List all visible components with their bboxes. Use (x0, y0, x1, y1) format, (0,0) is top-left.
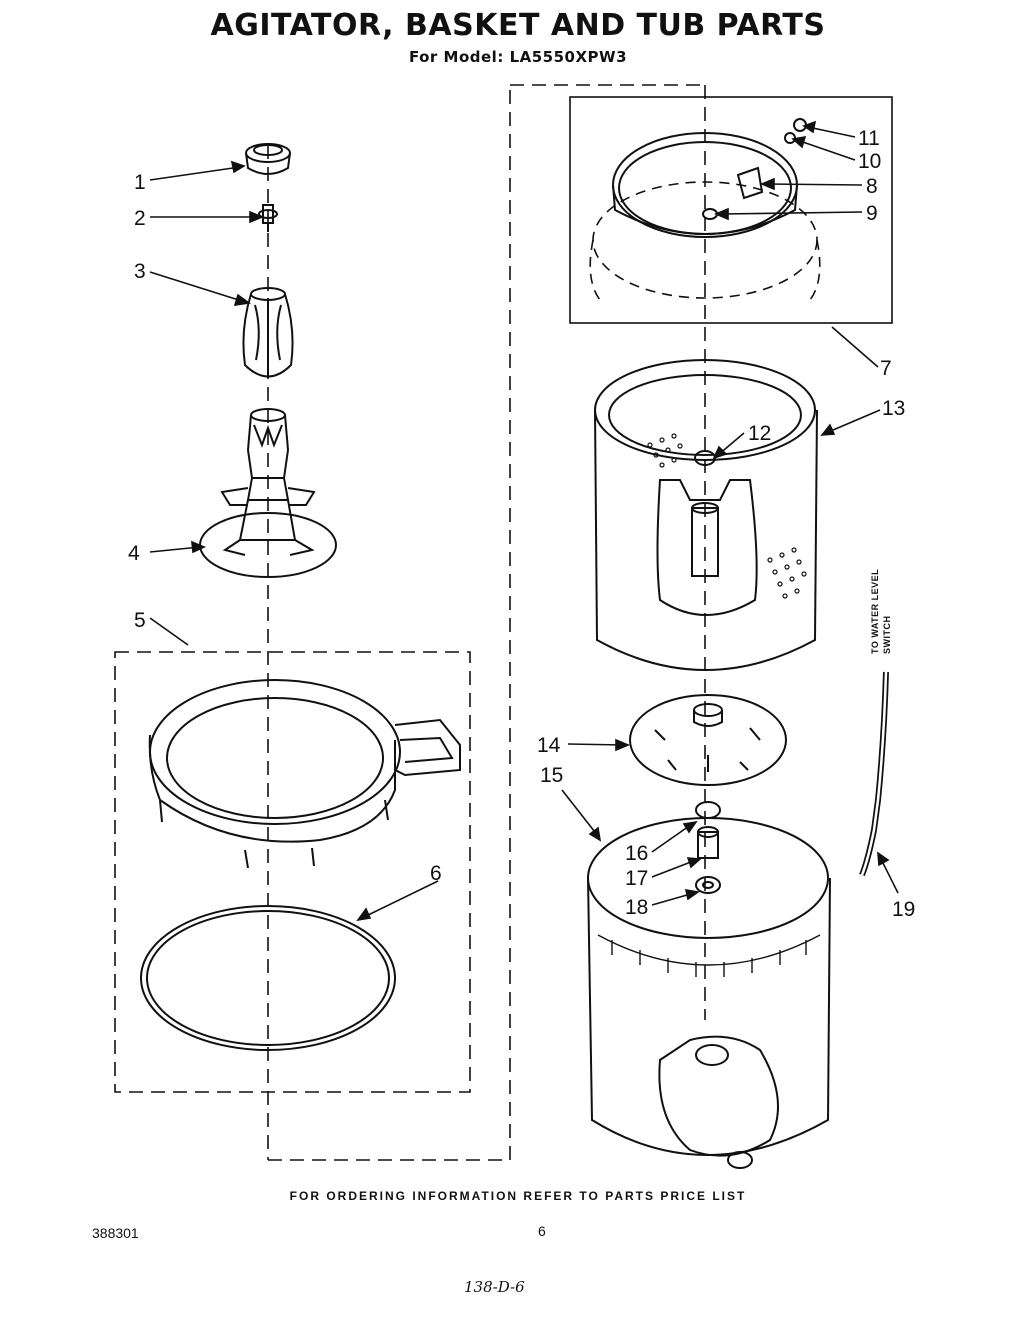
callout-2: 2 (134, 207, 146, 230)
wash-basket (594, 359, 818, 671)
water-level-switch-label: TO WATER LEVEL SWITCH (868, 548, 898, 658)
callout-17: 17 (625, 867, 648, 890)
agitator-body (246, 408, 290, 501)
callout-11: 11 (858, 127, 880, 150)
callout-8: 8 (866, 175, 878, 198)
assembly-center-lines (267, 84, 706, 1161)
callout-1: 1 (134, 171, 146, 194)
tub-ring (148, 679, 461, 869)
callout-15: 15 (540, 764, 563, 787)
ordering-note: FOR ORDERING INFORMATION REFER TO PARTS … (289, 1189, 747, 1203)
callout-14: 14 (537, 734, 561, 757)
agitator-cam (242, 287, 294, 378)
cap-stud (258, 204, 278, 232)
model-number: LA5550XPW3 (509, 48, 628, 66)
page-number: 6 (538, 1223, 546, 1239)
callout-numbers: 1 2 3 4 5 6 7 8 9 10 11 12 13 14 15 16 1… (128, 127, 915, 921)
callout-12: 12 (748, 422, 771, 445)
leader-lines (149, 120, 899, 922)
document-code: 388301 (92, 1225, 139, 1241)
page-title: AGITATOR, BASKET AND TUB PARTS (210, 8, 826, 43)
callout-13: 13 (882, 397, 905, 420)
tub-ring-box (114, 651, 471, 1093)
balance-ring-box (569, 96, 893, 324)
model-line: For Model: LA5550XPW3 (0, 48, 1036, 66)
basket-perforations (647, 433, 807, 599)
agitator-cap (245, 143, 291, 175)
model-prefix: For Model: (408, 48, 504, 66)
callout-19: 19 (892, 898, 915, 921)
callout-4: 4 (128, 542, 140, 565)
water-label-line-1: TO WATER LEVEL (870, 568, 880, 654)
callout-16: 16 (625, 842, 648, 865)
handwritten-note: 138-D-6 (464, 1278, 525, 1296)
callout-9: 9 (866, 202, 878, 225)
outer-tub (587, 817, 831, 1169)
callout-7: 7 (880, 357, 892, 380)
air-dome-hose (859, 671, 889, 877)
callout-18: 18 (625, 896, 648, 919)
callout-10: 10 (858, 150, 881, 173)
callout-5: 5 (134, 609, 146, 632)
seal-ring (140, 905, 396, 1051)
basket-hub (629, 694, 787, 786)
callout-3: 3 (134, 260, 146, 283)
callout-6: 6 (430, 862, 442, 885)
hardware-stack (695, 801, 721, 894)
water-label-line-2: SWITCH (882, 615, 892, 655)
